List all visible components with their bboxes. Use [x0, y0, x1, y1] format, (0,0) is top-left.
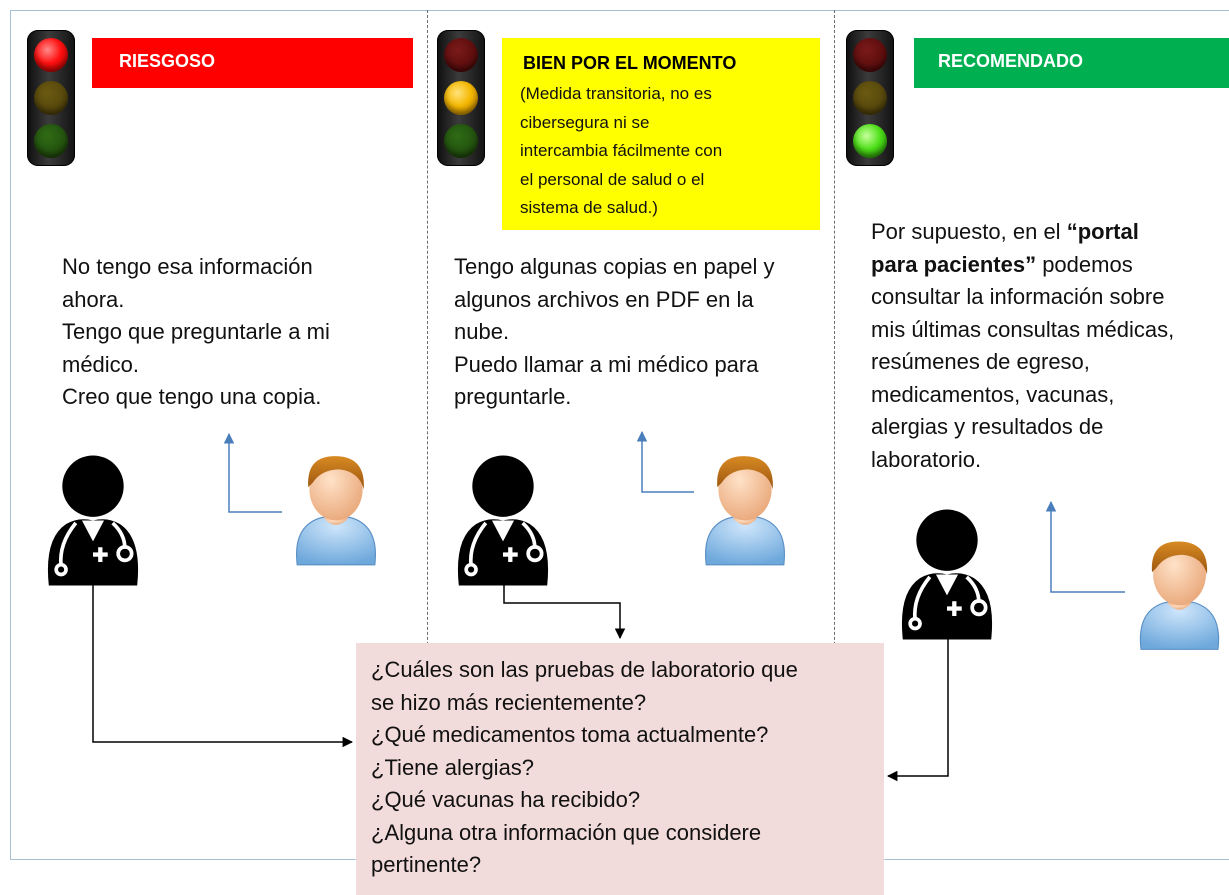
recommended-line: resúmenes de egreso, [871, 349, 1090, 374]
portal-bold: “portal [1066, 219, 1139, 244]
note-line: el personal de salud o el [520, 169, 705, 189]
ok-for-now-box: BIEN POR EL MOMENTO (Medida transitoria,… [502, 38, 820, 230]
amber-lamp-on [444, 81, 478, 115]
questions-box: ¿Cuáles son las pruebas de laboratorio q… [356, 643, 884, 895]
ok-for-now-response-text: Tengo algunas copias en papel y algunos … [454, 251, 774, 414]
recommended-line: mis últimas consultas médicas, [871, 316, 1175, 342]
blue-arrow-icon [636, 430, 694, 493]
recommended-rest: podemos [1036, 251, 1133, 277]
ok-line: nube. [454, 319, 510, 344]
note-line: cibersegura ni se [520, 112, 650, 132]
green-lamp-off [444, 124, 478, 158]
question-line: ¿Cuáles son las pruebas de laboratorio q… [371, 657, 798, 682]
risky-line: Tengo que preguntarle a mi [62, 319, 330, 344]
column-divider-1 [427, 10, 428, 670]
traffic-light-icon [437, 30, 485, 166]
doctor-icon [902, 509, 992, 639]
risky-line: médico. [62, 351, 140, 377]
traffic-light-icon [27, 30, 75, 166]
doctor-icon [48, 455, 138, 585]
ok-line: Tengo algunas copias en papel y [454, 254, 775, 279]
green-lamp-on [853, 124, 887, 158]
recommended-response-text: Por supuesto, en el “portal para pacient… [871, 216, 1174, 476]
recommended-line: consultar la información sobre [871, 284, 1165, 309]
note-line: sistema de salud.) [520, 198, 658, 217]
ok-for-now-note: (Medida transitoria, no es cibersegura n… [520, 80, 722, 223]
patient-icon [704, 455, 786, 566]
note-line: (Medida transitoria, no es [520, 84, 712, 103]
red-lamp-on [34, 38, 68, 72]
recommended-intro: Por supuesto, en el [871, 219, 1067, 244]
question-line: se hizo más recientemente? [371, 689, 647, 715]
black-arrow-icon [886, 636, 949, 782]
question-line: pertinente? [371, 852, 482, 877]
blue-arrow-icon [223, 432, 282, 513]
column-divider-2 [834, 10, 835, 670]
recommended-line: alergias y resultados de [871, 414, 1104, 439]
risky-response-text: No tengo esa información ahora. Tengo qu… [62, 251, 330, 414]
patient-icon [1139, 540, 1220, 650]
recommended-line: laboratorio. [871, 446, 982, 472]
question-line: ¿Alguna otra información que considere [371, 819, 762, 845]
amber-lamp-off [34, 81, 68, 115]
question-line: ¿Qué vacunas ha recibido? [371, 787, 641, 812]
portal-bold: para pacientes” [871, 251, 1037, 277]
ok-line: Puedo llamar a mi médico para [454, 351, 759, 377]
patient-icon [295, 455, 377, 566]
green-lamp-off [34, 124, 68, 158]
risky-line: Creo que tengo una copia. [62, 384, 322, 409]
ok-line: preguntarle. [454, 384, 572, 409]
red-lamp-off [444, 38, 478, 72]
ok-for-now-label: BIEN POR EL MOMENTO [523, 53, 737, 73]
ok-line: algunos archivos en PDF en la [454, 286, 754, 312]
black-arrow-icon [92, 575, 354, 748]
recommended-line: para pacientes” podemos [871, 249, 1174, 282]
red-lamp-off [853, 38, 887, 72]
recommended-line: Por supuesto, en el “portal [871, 216, 1174, 249]
note-line: intercambia fácilmente con [520, 141, 723, 160]
black-arrow-icon [503, 575, 626, 640]
recommended-line: medicamentos, vacunas, [871, 381, 1115, 407]
amber-lamp-off [853, 81, 887, 115]
blue-arrow-icon [1045, 500, 1125, 593]
risky-label: RIESGOSO [92, 38, 413, 88]
risky-line: No tengo esa información [62, 254, 313, 279]
doctor-icon [458, 455, 548, 585]
question-line: ¿Tiene alergias? [371, 754, 535, 780]
risky-line: ahora. [62, 286, 125, 312]
traffic-light-icon [846, 30, 894, 166]
question-line: ¿Qué medicamentos toma actualmente? [371, 722, 769, 747]
recommended-label: RECOMENDADO [914, 38, 1229, 88]
